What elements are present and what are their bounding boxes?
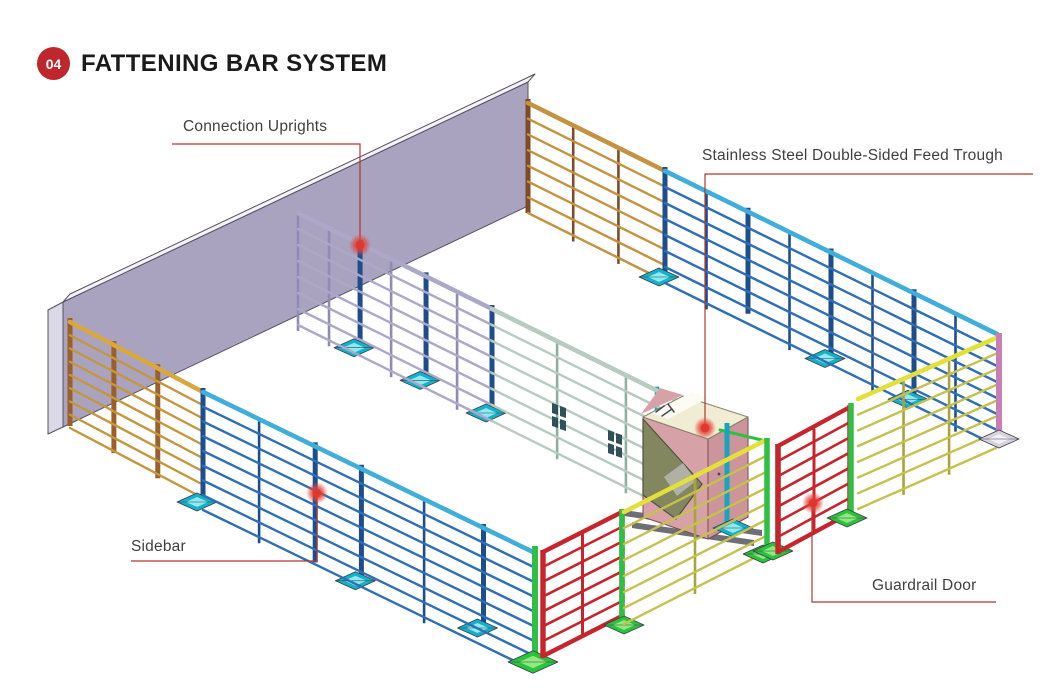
fence-front-left-blue xyxy=(176,388,536,672)
corner-post-pink xyxy=(978,333,1020,449)
callout-dot xyxy=(802,492,824,514)
fence-left-gold xyxy=(67,318,206,500)
interior-divider-fence xyxy=(295,210,507,423)
callout-dot xyxy=(349,234,371,256)
fence-right-yellow xyxy=(855,335,999,511)
label-feed-trough: Stainless Steel Double-Sided Feed Trough xyxy=(702,147,1003,164)
label-guardrail-door: Guardrail Door xyxy=(872,577,977,594)
callout-lines xyxy=(131,143,1033,603)
label-connection-uprights: Connection Uprights xyxy=(183,118,328,135)
callout-dot xyxy=(694,417,716,439)
fence-front-yellow xyxy=(621,437,769,626)
door-post-green-right xyxy=(826,403,868,528)
label-sidebar: Sidebar xyxy=(131,538,186,555)
back-wall xyxy=(47,73,536,435)
page-header: 04 FATTENING BAR SYSTEM xyxy=(37,47,387,80)
guardrail-gate-front xyxy=(540,509,625,659)
callout-dot xyxy=(306,482,328,504)
section-number-badge: 04 xyxy=(37,47,70,80)
fence-hinge-hardware xyxy=(552,403,622,458)
fence-back-right-tan xyxy=(525,99,668,283)
page-title: FATTENING BAR SYSTEM xyxy=(81,49,388,77)
guardrail-door-gate xyxy=(775,404,853,555)
